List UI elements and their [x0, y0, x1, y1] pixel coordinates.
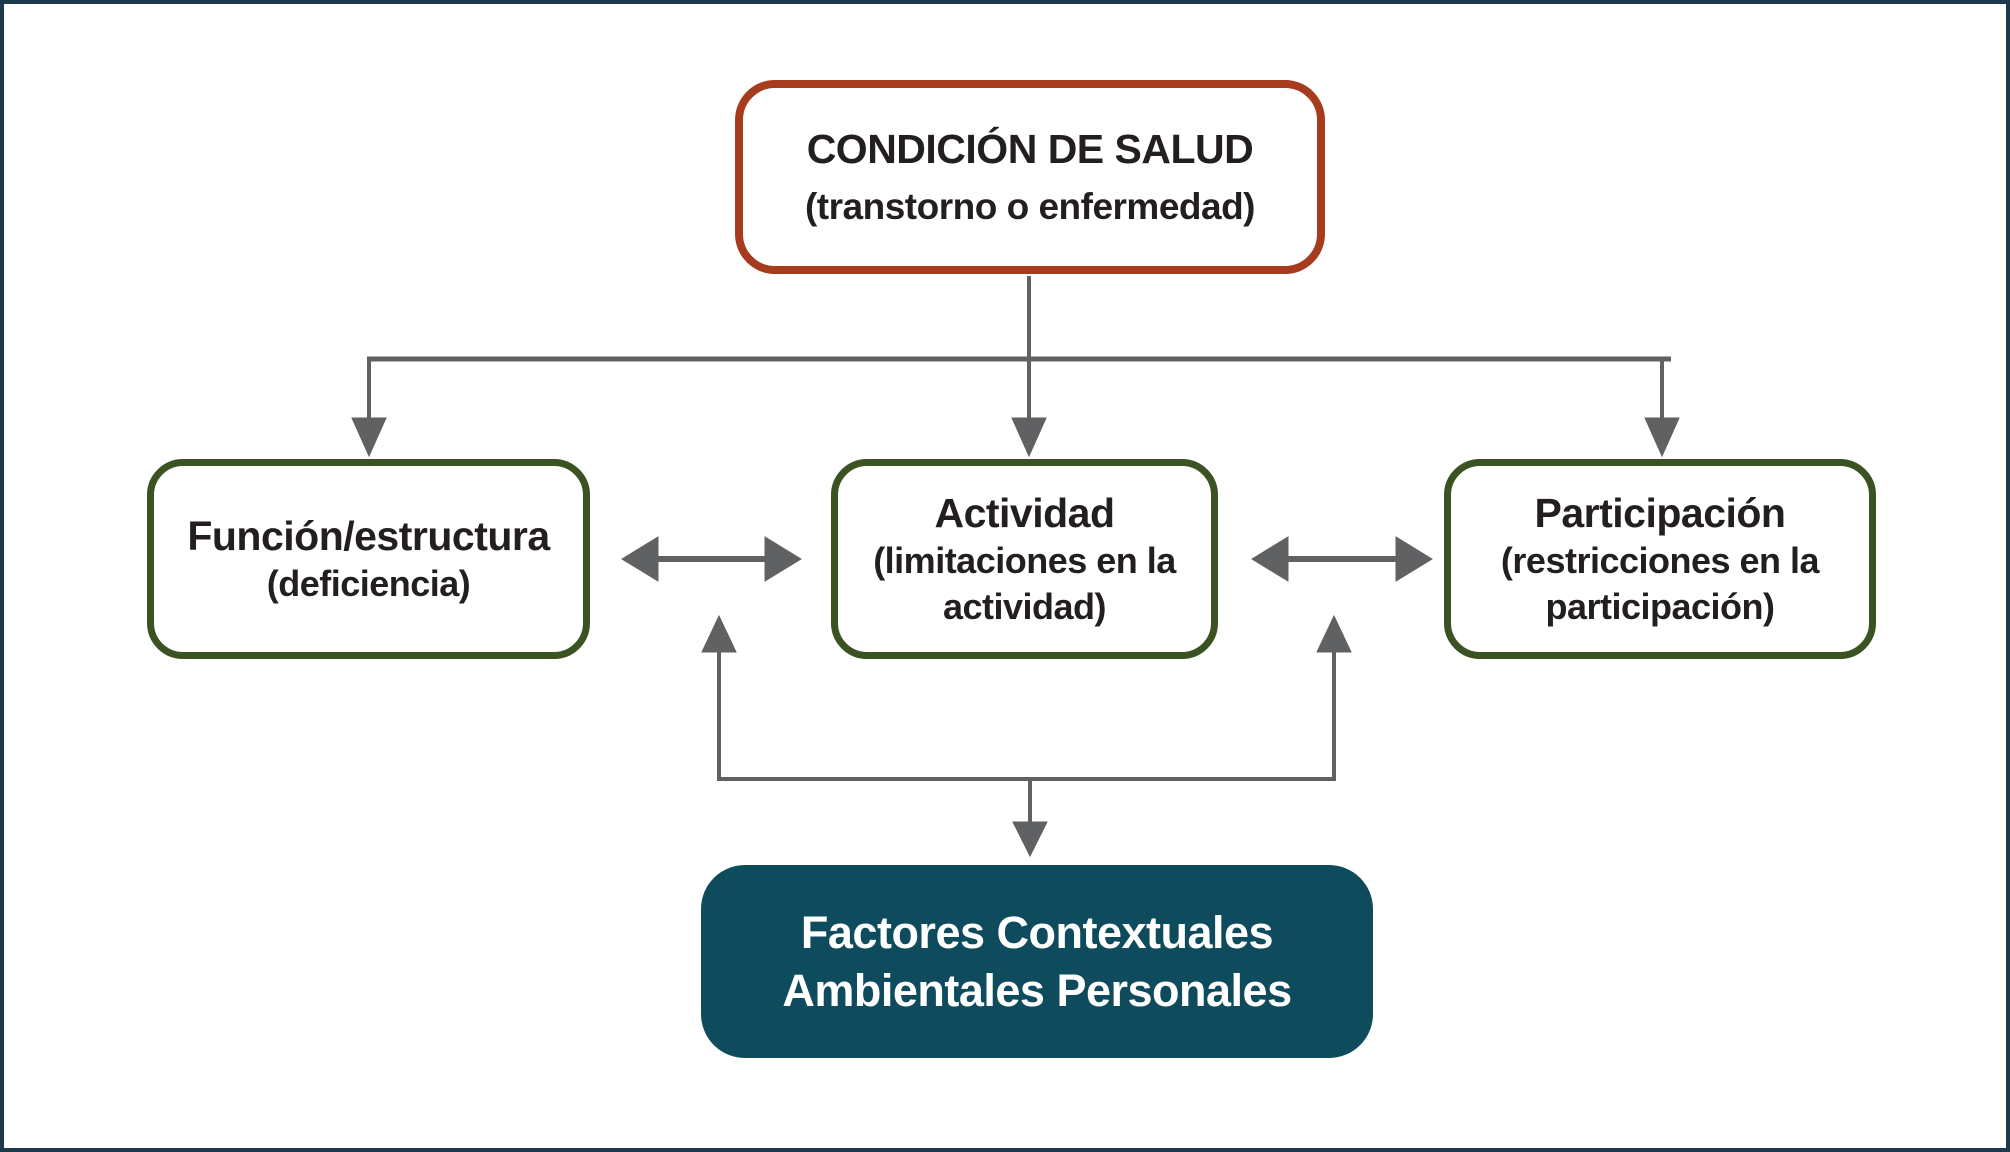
arrow-down-icon — [1644, 417, 1680, 458]
arrow-down-icon — [351, 417, 387, 458]
arrow-up-icon — [1316, 614, 1352, 653]
participacion-box: Participación (restricciones en la parti… — [1444, 459, 1876, 659]
health-condition-box: CONDICIÓN DE SALUD (transtorno o enferme… — [735, 80, 1325, 274]
arrow-up-icon — [701, 614, 737, 653]
actividad-box: Actividad (limitaciones en la actividad) — [831, 459, 1218, 659]
funcion-actividad-double-arrow — [621, 536, 802, 582]
funcion-estructura-subtitle: (deficiencia) — [266, 563, 471, 604]
participacion-subtitle: (restricciones en la participación) — [1500, 540, 1820, 627]
arrow-right-icon — [1395, 536, 1433, 582]
actividad-title: Actividad — [934, 490, 1115, 536]
contextual-factors-box: Factores Contextuales Ambientales Person… — [701, 865, 1373, 1058]
arrow-left-icon — [621, 536, 659, 582]
arrow-left-icon — [1251, 536, 1289, 582]
contextual-factors-line1: Factores Contextuales — [800, 906, 1274, 958]
funcion-estructura-box: Función/estructura (deficiencia) — [147, 459, 590, 659]
participacion-title: Participación — [1534, 490, 1786, 536]
contextual-factors-line2: Ambientales Personales — [782, 964, 1292, 1016]
arrow-down-icon — [1011, 417, 1047, 458]
health-to-row-connector — [351, 276, 1680, 458]
arrow-down-icon — [1012, 821, 1048, 858]
funcion-estructura-title: Función/estructura — [187, 513, 550, 559]
health-condition-subtitle: (transtorno o enfermedad) — [804, 186, 1256, 227]
actividad-participacion-double-arrow — [1251, 536, 1433, 582]
arrow-right-icon — [764, 536, 802, 582]
health-condition-title: CONDICIÓN DE SALUD — [806, 126, 1254, 172]
actividad-subtitle: (limitaciones en la actividad) — [873, 540, 1176, 627]
